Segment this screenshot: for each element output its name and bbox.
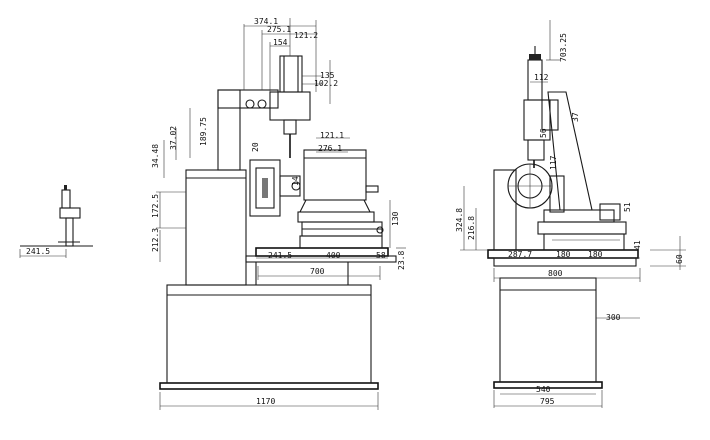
dim-287-7: 287.7	[508, 250, 532, 259]
left-spindle	[64, 185, 67, 190]
left-table	[59, 207, 81, 219]
side-motor-cap	[529, 54, 541, 60]
front-rotary-table	[299, 199, 371, 213]
dim-241-5b: 241.5	[268, 251, 292, 260]
dim-703-25: 703.25	[559, 33, 568, 62]
dim-58: 58	[376, 251, 386, 260]
dim-212-3: 212.3	[151, 228, 160, 252]
front-head-upper	[279, 55, 303, 93]
side-view: 703.25 112 37 56 117 324.8 216.8 51 41 6…	[455, 20, 686, 408]
dim-180-b: 180	[588, 250, 603, 259]
dim-135: 135	[320, 71, 335, 80]
side-pedestal	[499, 277, 597, 383]
left-head	[61, 189, 71, 209]
dim-60: 60	[675, 254, 684, 264]
dim-112: 112	[534, 73, 549, 82]
dim-700: 700	[310, 267, 325, 276]
dim-1170: 1170	[256, 397, 275, 406]
dim-189-75: 189.75	[199, 117, 208, 146]
dim-23-8: 23.8	[397, 251, 406, 270]
dim-154: 154	[273, 38, 288, 47]
dim-216-8: 216.8	[467, 216, 476, 240]
front-arm	[217, 89, 279, 109]
dim-374-1: 374.1	[254, 17, 278, 26]
dim-102-2: 102.2	[314, 79, 338, 88]
dim-34-48: 34.48	[151, 144, 160, 168]
front-head-box	[269, 91, 311, 121]
dim-121-1: 121.1	[320, 131, 344, 140]
dim-121-2: 121.2	[294, 31, 318, 40]
front-cabinet	[185, 169, 247, 286]
side-cabinet	[493, 169, 517, 251]
dim-left-241-5: 241.5	[26, 247, 50, 256]
dim-540: 540	[536, 385, 551, 394]
dim-56: 56	[539, 128, 548, 138]
front-floor-plate	[159, 382, 379, 390]
front-column	[217, 89, 241, 171]
dim-14: 14	[291, 176, 300, 186]
dim-37-side: 37	[571, 112, 580, 122]
dim-275-1: 275.1	[267, 25, 291, 34]
dim-400: 400	[326, 251, 341, 260]
dim-51: 51	[623, 202, 632, 212]
dim-41: 41	[633, 240, 642, 250]
dim-300: 300	[606, 313, 621, 322]
dim-37-02: 37.02	[169, 126, 178, 150]
front-view: 374.1 275.1 121.2 154 135 102.2 189.75 3…	[151, 17, 406, 410]
front-pedestal	[166, 284, 372, 384]
dim-795: 795	[540, 397, 555, 406]
dim-800: 800	[548, 269, 563, 278]
dim-117: 117	[549, 155, 558, 170]
dim-180-a: 180	[556, 250, 571, 259]
dim-172-5: 172.5	[151, 194, 160, 218]
left-small-view: 241.5	[19, 185, 93, 258]
side-column	[547, 91, 593, 211]
dim-324-8: 324.8	[455, 208, 464, 232]
dim-130: 130	[391, 211, 400, 226]
dim-20: 20	[251, 142, 260, 152]
dim-276-1: 276.1	[318, 144, 342, 153]
